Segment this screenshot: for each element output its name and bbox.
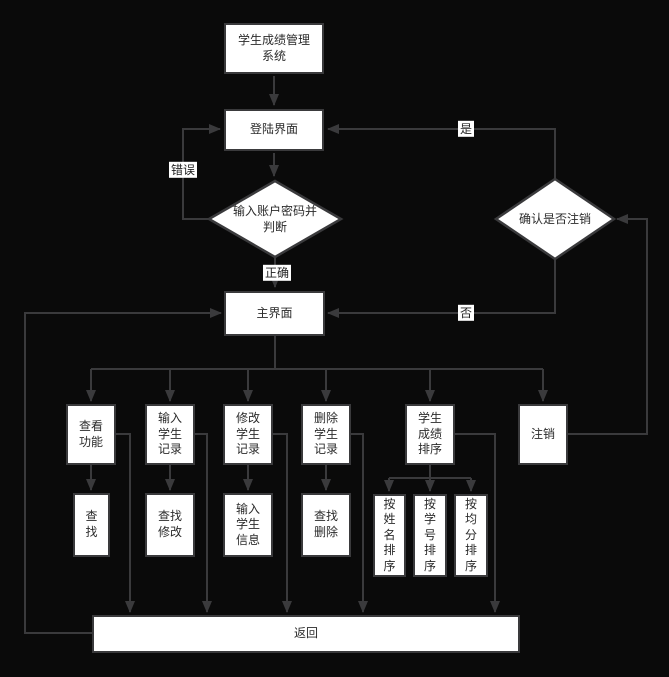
edge-sort-to-return (455, 433, 500, 613)
edge-input-to-return (195, 433, 212, 613)
edge-delete-to-return (351, 433, 368, 613)
node-system-title: 学生成绩管理 系统 (224, 23, 324, 74)
edge-label-yes: 是 (457, 120, 475, 138)
node-delete-record: 删除 学生 记录 (301, 404, 351, 465)
node-sort-scores: 学生 成绩 排序 (405, 404, 455, 465)
node-sort-by-id: 按 学 号 排 序 (413, 494, 447, 577)
edge-label-no: 否 (457, 304, 475, 322)
node-sort-by-name: 按 姓 名 排 序 (373, 494, 406, 577)
node-main-screen: 主界面 (224, 291, 325, 336)
node-modify-record: 修改 学生 记录 (223, 404, 273, 465)
decision-confirm-logout-label: 确认是否注销 (518, 211, 591, 226)
edge-confirm-yes-to-login (327, 124, 556, 180)
edge-modify-to-return (273, 433, 292, 613)
node-input-record: 输入 学生 记录 (145, 404, 195, 465)
edge-logout-to-confirm (568, 214, 648, 435)
decision-password-check-label: 输入账户密码并 判断 (232, 203, 317, 234)
edge-view-to-return (116, 433, 135, 613)
node-login-screen: 登陆界面 (224, 109, 324, 151)
node-logout: 注销 (518, 404, 568, 465)
node-return: 返回 (92, 615, 520, 653)
node-find-delete: 查找 删除 (301, 493, 351, 557)
node-sort-by-average: 按 均 分 排 序 (454, 494, 488, 577)
edge-confirm-no-to-main (327, 258, 556, 318)
node-input-student-info: 输入 学生 信息 (223, 493, 273, 557)
node-find: 查 找 (73, 493, 110, 557)
decision-password-check-shape (206, 179, 344, 259)
node-view-function: 查看 功能 (66, 404, 116, 465)
edge-label-correct: 正确 (262, 264, 292, 282)
edge-main-branch-trunk (91, 336, 543, 370)
decision-confirm-logout-shape (493, 177, 617, 261)
edge-sort-branch-trunk (389, 465, 471, 479)
node-find-modify: 查找 修改 (145, 493, 195, 557)
edge-label-error: 错误 (168, 161, 198, 179)
edge-return-to-main (24, 308, 222, 634)
